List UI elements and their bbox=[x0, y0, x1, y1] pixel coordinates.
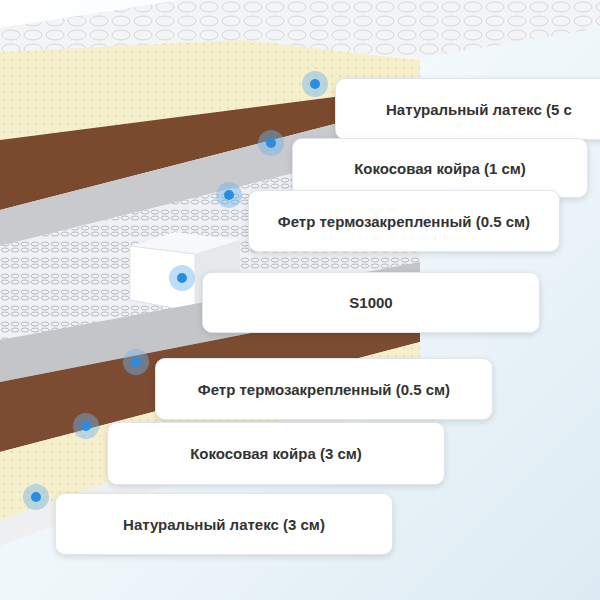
layer-label: Натуральный латекс (5 с bbox=[386, 101, 572, 118]
callout-box: Натуральный латекс (3 см) bbox=[55, 493, 393, 555]
layer-label: Фетр термозакрепленный (0.5 см) bbox=[278, 213, 530, 230]
callout-box: Фетр термозакрепленный (0.5 см) bbox=[155, 358, 493, 420]
callout-box: Кокосовая койра (1 см) bbox=[292, 138, 588, 198]
callout-box: Фетр термозакрепленный (0.5 см) bbox=[248, 190, 560, 252]
layer-label: Натуральный латекс (3 см) bbox=[123, 516, 325, 533]
layer-label: Фетр термозакрепленный (0.5 см) bbox=[198, 381, 450, 398]
layer-label: Кокосовая койра (3 см) bbox=[190, 445, 362, 462]
callout-box: Кокосовая койра (3 см) bbox=[107, 422, 445, 485]
callout-box: S1000 bbox=[202, 272, 540, 333]
callout-box: Натуральный латекс (5 с bbox=[335, 78, 600, 140]
layer-label: S1000 bbox=[349, 294, 392, 311]
s1000-cube-front bbox=[130, 246, 195, 312]
layer-label: Кокосовая койра (1 см) bbox=[354, 160, 526, 177]
